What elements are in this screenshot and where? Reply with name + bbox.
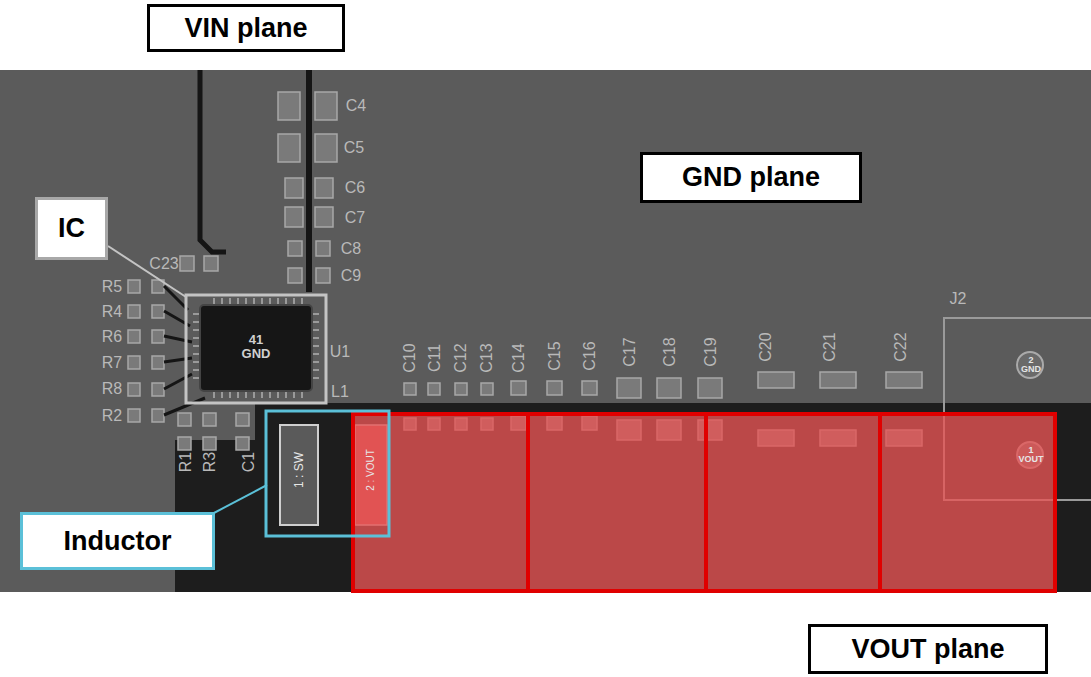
callout-text: VOUT plane — [851, 634, 1004, 665]
component-label: 2 GND — [1018, 356, 1044, 375]
component-label: R5 — [102, 279, 122, 296]
component-label: C1 — [241, 452, 258, 472]
component-label: 1 VOUT — [1018, 446, 1044, 465]
callout-text: Inductor — [64, 526, 172, 557]
component-label: L1 — [331, 384, 349, 401]
callout-text: GND plane — [682, 162, 820, 193]
component-label: C6 — [345, 180, 365, 197]
callout-text: VIN plane — [184, 13, 307, 44]
callout-box: IC — [35, 197, 108, 260]
callout-box: Inductor — [20, 512, 215, 570]
component-label: R4 — [102, 304, 122, 321]
component-label: 2 : VOUT — [366, 449, 377, 491]
component-label: R7 — [102, 355, 122, 372]
component-label: R1 — [178, 452, 195, 472]
component-label: C19 — [703, 337, 720, 366]
component-label: C5 — [344, 140, 364, 157]
component-label: C21 — [822, 332, 839, 361]
component-label: R3 — [202, 452, 219, 472]
callout-box: GND plane — [640, 152, 862, 203]
callout-box: VOUT plane — [808, 624, 1048, 674]
component-label: C23 — [149, 256, 178, 273]
component-label: C14 — [511, 343, 528, 372]
component-label: C9 — [341, 268, 361, 285]
component-label: C12 — [453, 343, 470, 372]
component-label: C18 — [662, 337, 679, 366]
callout-text: IC — [58, 213, 85, 244]
component-label: J2 — [950, 291, 967, 308]
component-label: C22 — [893, 332, 910, 361]
component-label: C7 — [345, 210, 365, 227]
component-label: C11 — [427, 344, 444, 372]
component-label: R2 — [102, 408, 122, 425]
component-label: U1 — [330, 344, 350, 361]
component-label: C16 — [582, 341, 599, 370]
component-label: C17 — [622, 337, 639, 366]
component-label: 1 : SW — [293, 452, 306, 488]
component-label: R8 — [102, 381, 122, 398]
component-label: C15 — [547, 341, 564, 370]
component-label: 41 GND — [239, 333, 273, 360]
component-label: C4 — [346, 98, 366, 115]
component-label: C20 — [758, 332, 775, 361]
component-label: R6 — [102, 329, 122, 346]
component-label: C10 — [402, 343, 419, 372]
component-label: C13 — [479, 343, 496, 372]
callout-box: VIN plane — [147, 4, 345, 52]
component-label: C8 — [341, 241, 361, 258]
